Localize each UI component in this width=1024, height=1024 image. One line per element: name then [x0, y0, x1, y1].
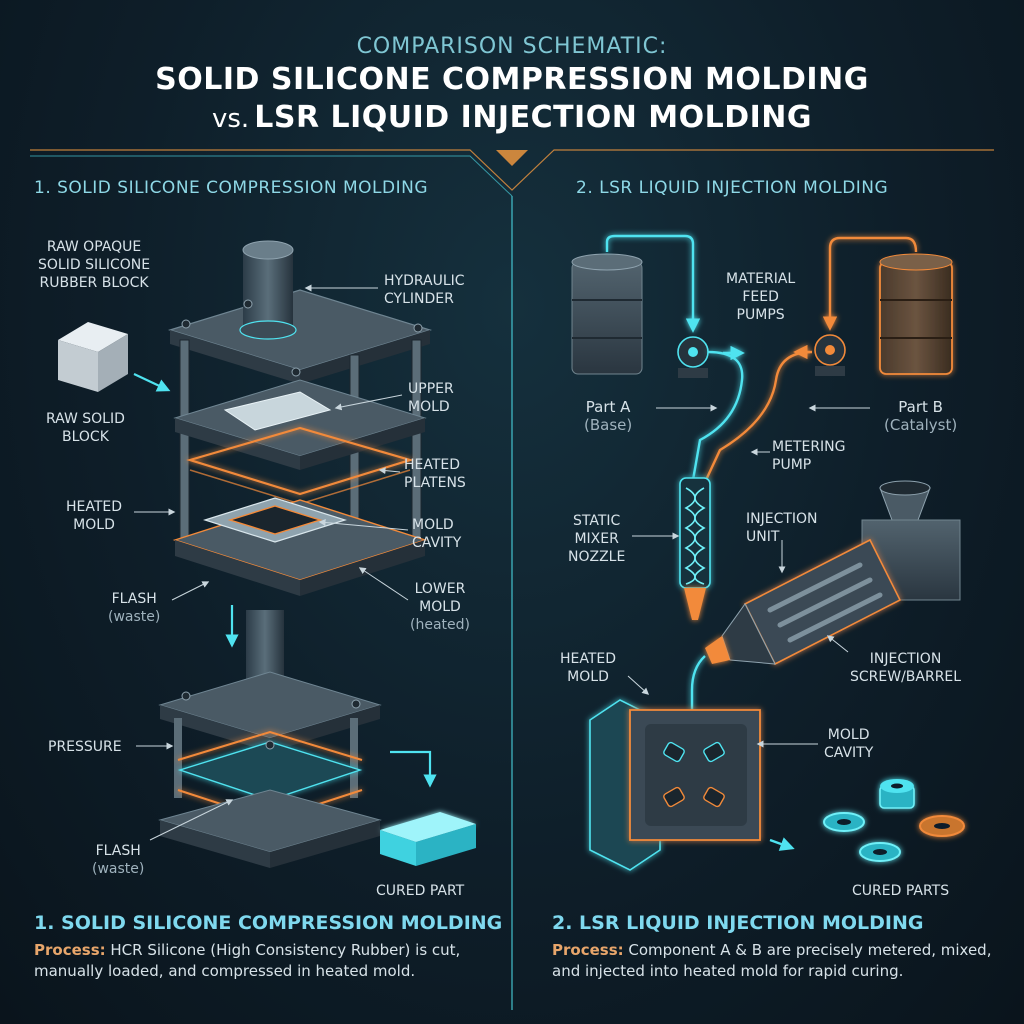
right-footer-title: 2. LSR LIQUID INJECTION MOLDING	[552, 912, 923, 934]
left-process-label: Process:	[34, 941, 106, 959]
header-title-line1: SOLID SILICONE COMPRESSION MOLDING	[0, 62, 1024, 97]
header-title-lsr: LSR LIQUID INJECTION MOLDING	[254, 100, 812, 135]
lsr-heated-mold	[590, 700, 792, 870]
raw-silicone-block	[58, 322, 168, 392]
label-pressure: PRESSURE	[48, 738, 122, 756]
cured-parts-shapes	[824, 779, 964, 861]
right-process-label: Process:	[552, 941, 624, 959]
drum-part-b	[880, 254, 952, 374]
static-mixer-nozzle	[680, 478, 710, 620]
drum-part-a	[572, 254, 642, 374]
right-section-title: 2. LSR LIQUID INJECTION MOLDING	[576, 178, 888, 198]
header-title-line2: vs. LSR LIQUID INJECTION MOLDING	[0, 100, 1024, 135]
label-part-b: Part B(Catalyst)	[884, 398, 957, 434]
pump-a	[678, 337, 708, 378]
left-footer-description: Process: HCR Silicone (High Consistency …	[34, 940, 504, 982]
pump-b	[815, 335, 845, 376]
cured-part-shape	[380, 812, 476, 866]
label-part-a: Part A(Base)	[584, 398, 632, 434]
left-footer-title: 1. SOLID SILICONE COMPRESSION MOLDING	[34, 912, 502, 934]
header-vs: vs.	[212, 104, 249, 134]
right-footer-description: Process: Component A & B are precisely m…	[552, 940, 992, 982]
injection-unit	[705, 481, 960, 664]
label-cured-parts: CURED PARTS	[852, 882, 949, 900]
header-supertitle: COMPARISON SCHEMATIC:	[0, 34, 1024, 59]
label-flash-bottom: FLASH(waste)	[92, 842, 144, 878]
label-cured-part: CURED PART	[376, 882, 464, 900]
left-section-title: 1. SOLID SILICONE COMPRESSION MOLDING	[34, 178, 428, 198]
label-flash-top: FLASH(waste)	[108, 590, 160, 626]
